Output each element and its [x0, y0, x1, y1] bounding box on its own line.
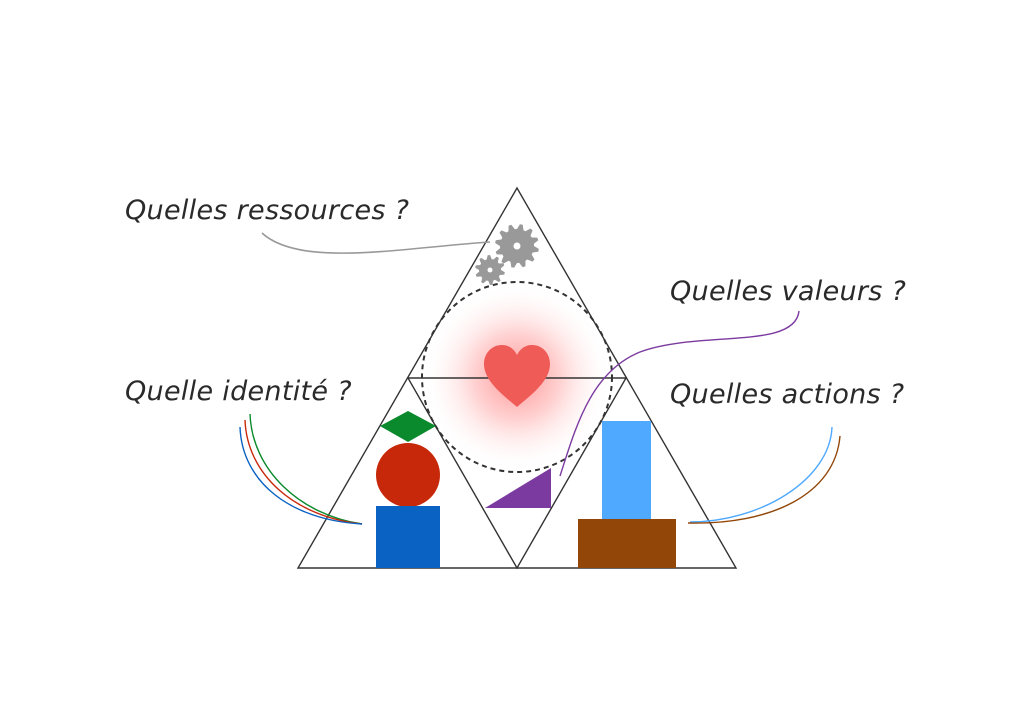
actions-bar	[602, 421, 651, 519]
values-triangle	[485, 468, 551, 508]
gear-icon	[475, 255, 505, 285]
resources-label: Quelles ressources ?	[125, 195, 409, 226]
identity-diamond	[380, 411, 436, 442]
resources-leader	[261, 232, 491, 254]
actions-leader	[687, 426, 841, 524]
identity-leader	[239, 413, 363, 525]
actions-label: Quelles actions ?	[670, 379, 904, 410]
identity-circle	[376, 443, 440, 507]
values-label: Quelles valeurs ?	[670, 276, 906, 307]
gear-icon	[495, 224, 539, 268]
heart-icon	[484, 345, 550, 407]
identity-square	[376, 506, 440, 568]
values-leader	[559, 310, 800, 477]
values-dashed-circle	[421, 281, 613, 473]
actions-base	[578, 519, 676, 568]
identity-label: Quelle identité ?	[125, 376, 352, 407]
